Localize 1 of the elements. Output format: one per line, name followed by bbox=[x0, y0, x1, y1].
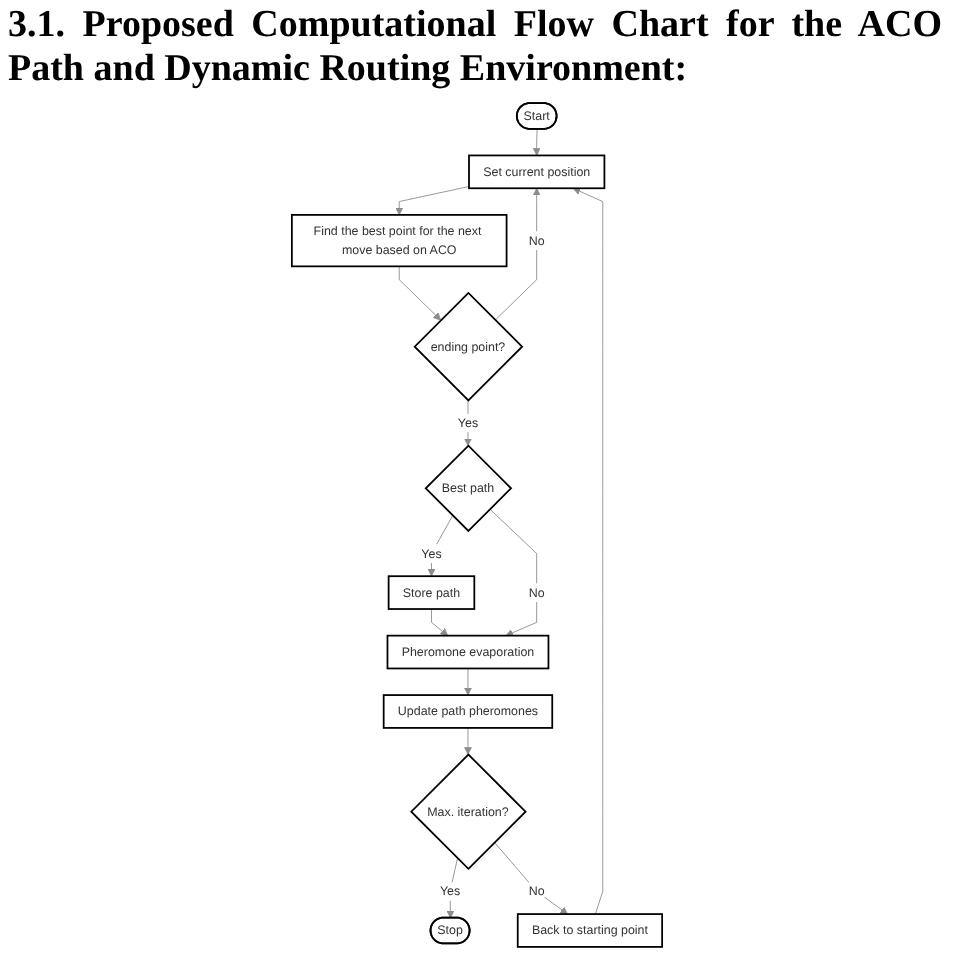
title: 3.1. Proposed Computational Flow Chart for the ACO Path and Dynamic Routing Environment: bbox=[8, 4, 942, 92]
